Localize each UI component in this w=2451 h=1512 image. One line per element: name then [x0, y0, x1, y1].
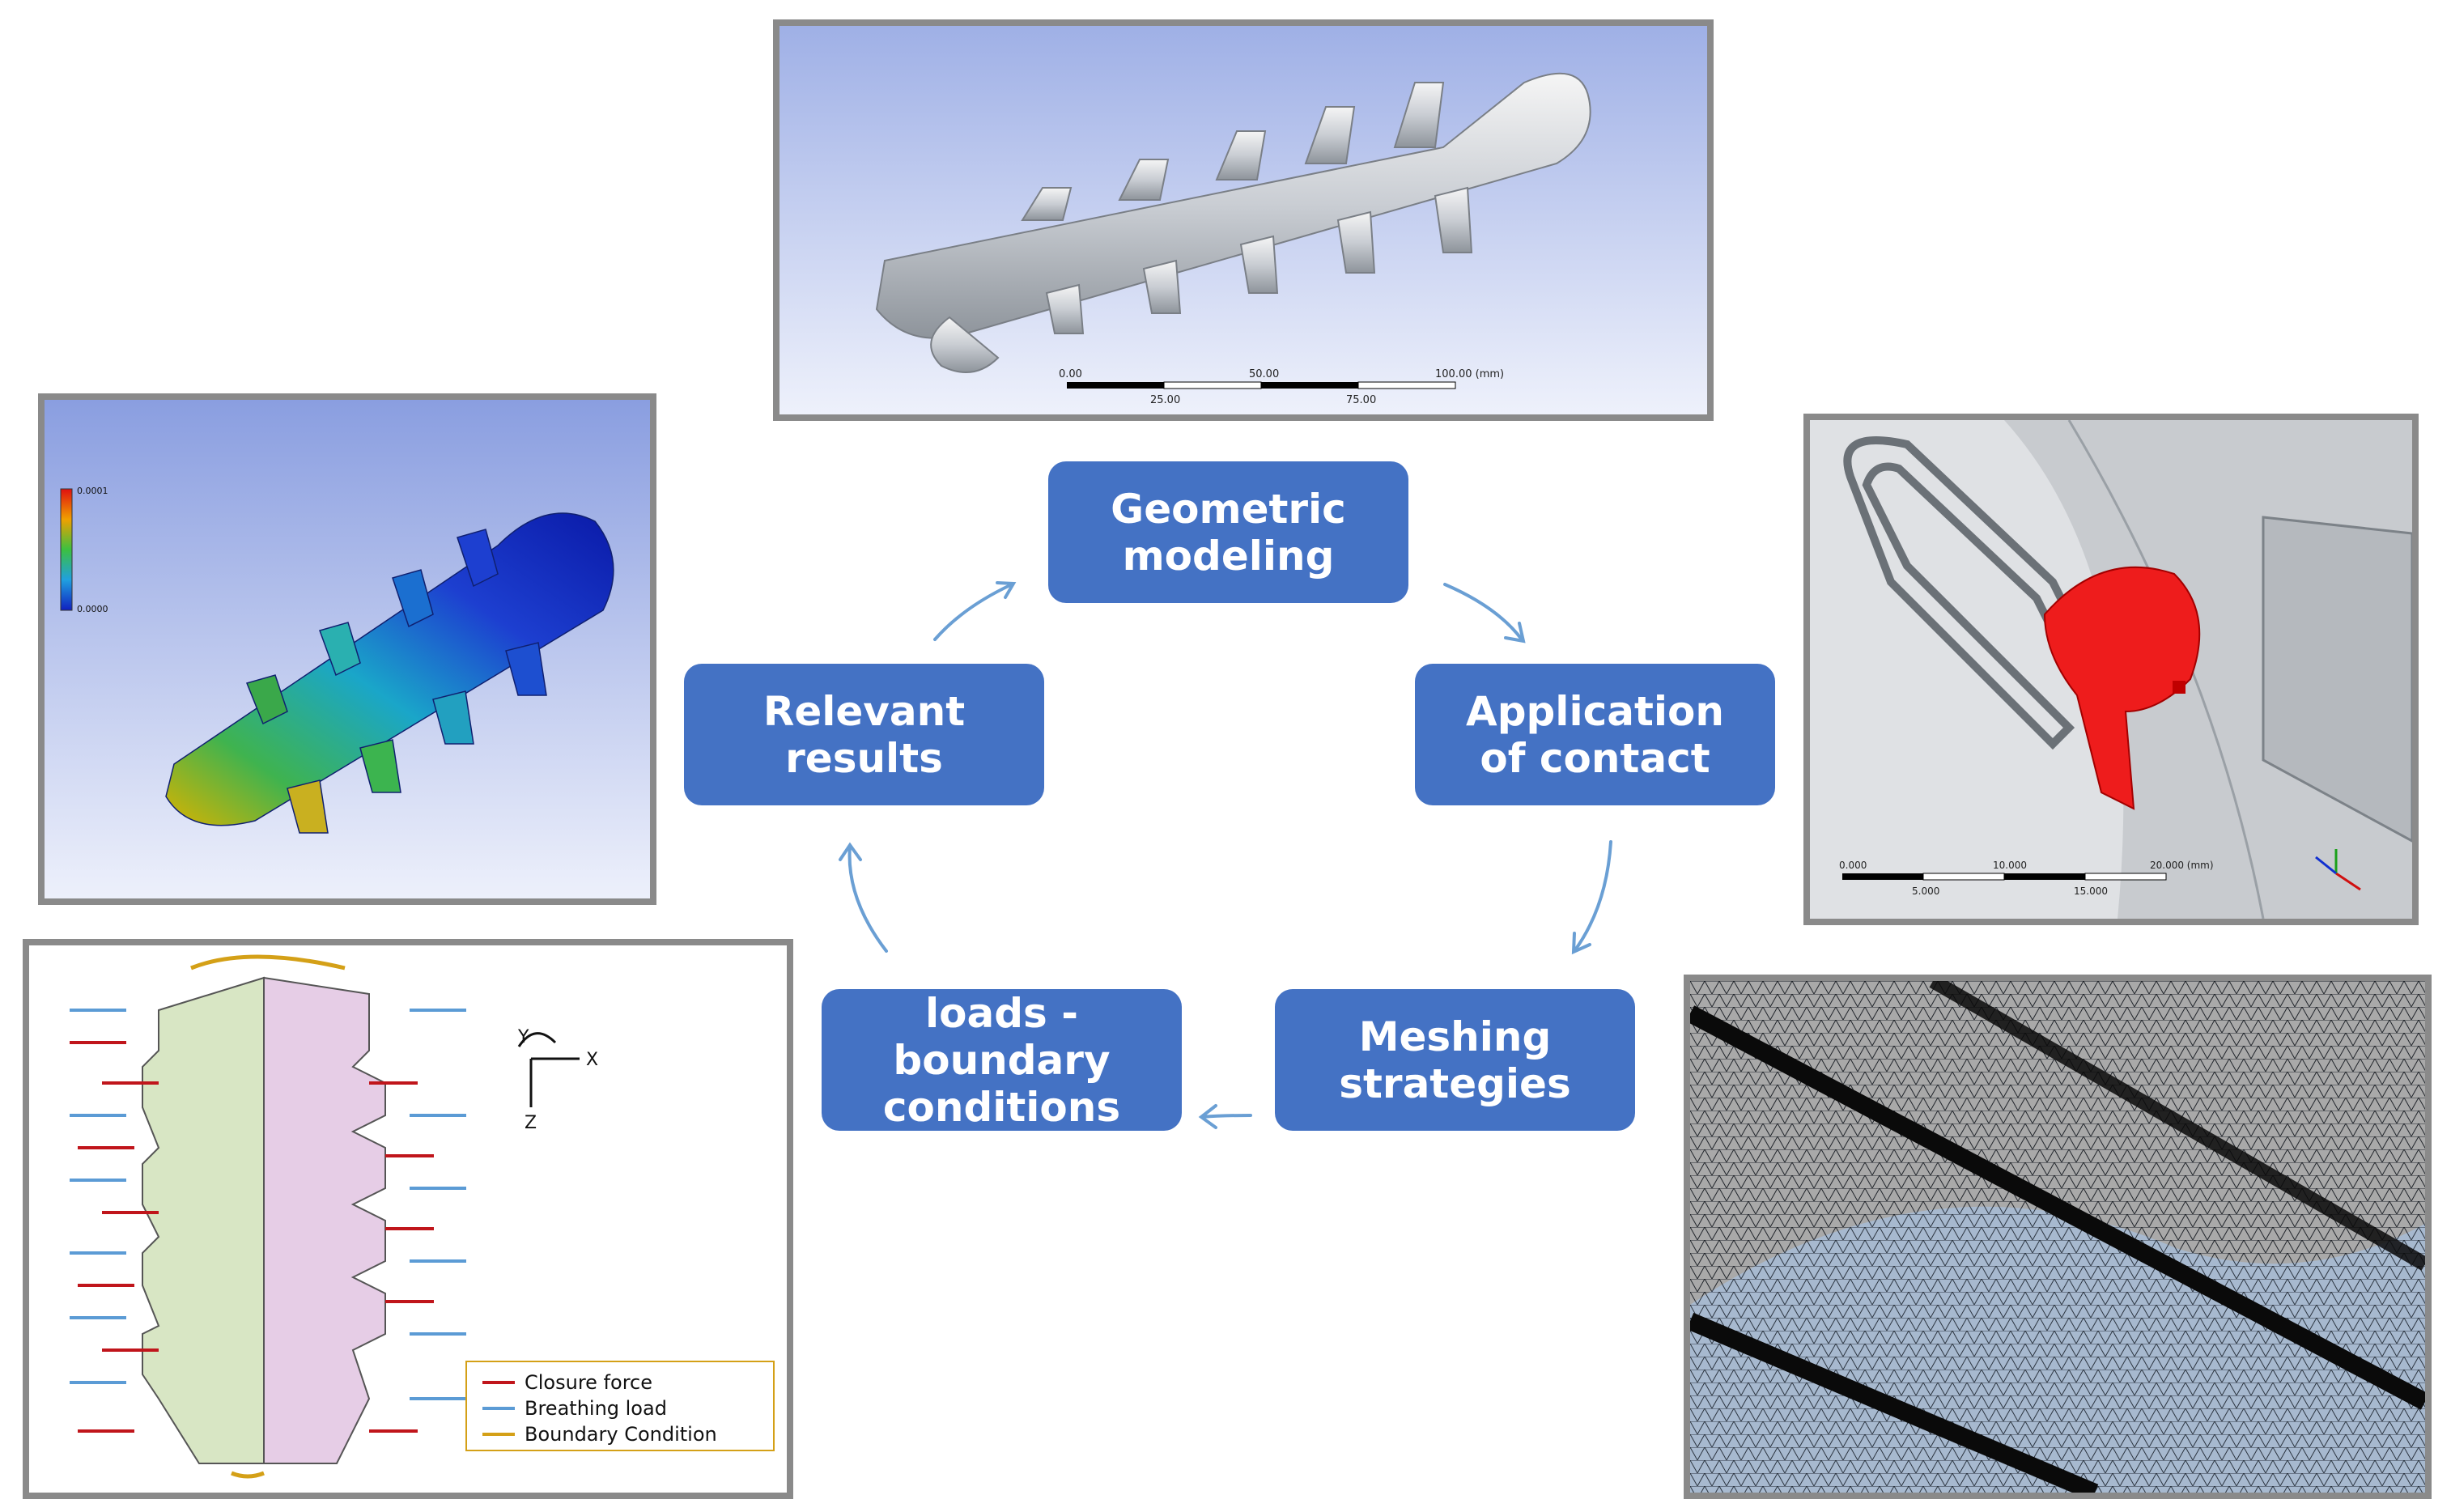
axes-triad-icon: [2315, 849, 2361, 891]
step-loads-line1: loads -: [925, 989, 1078, 1037]
contact-scale-10: 10.000: [1993, 860, 2027, 871]
loads-legend: Closure force Breathing load Boundary Co…: [465, 1361, 775, 1451]
step-loads-line2: boundary: [893, 1036, 1111, 1084]
results-legend-min: 0.0000: [77, 604, 108, 614]
step-contact-line2: of contact: [1480, 734, 1710, 782]
contact-scale-5: 5.000: [1912, 886, 1939, 897]
loads-diagram: Y X Z Closure force Breathing load Bound…: [29, 945, 787, 1493]
contact-panel: 0.000 10.000 20.000 (mm) 5.000 15.000: [1803, 414, 2419, 925]
step-meshing-line1: Meshing: [1358, 1013, 1552, 1060]
contact-scale-20: 20.000 (mm): [2150, 860, 2214, 871]
step-contact-line1: Application: [1466, 687, 1724, 735]
geo-scale-25: 25.00: [1150, 394, 1180, 406]
arrow-results-to-geometric: [933, 583, 1013, 641]
axis-z-label: Z: [525, 1113, 537, 1133]
contact-scale-15: 15.000: [2074, 886, 2108, 897]
arrow-loads-to-results: [847, 844, 888, 953]
arrow-meshing-to-loads: [1200, 1114, 1252, 1119]
step-loads-line3: conditions: [882, 1083, 1121, 1131]
step-geometric-line2: modeling: [1122, 532, 1335, 580]
contact-image: 0.000 10.000 20.000 (mm) 5.000 15.000: [1810, 420, 2412, 919]
geometry-model-image: 0.00 50.00 100.00 (mm) 25.00 75.00: [779, 26, 1707, 414]
results-panel: 0.0001 0.0000: [38, 393, 656, 905]
legend-boundary-condition: Boundary Condition: [525, 1423, 717, 1446]
legend-breathing-load: Breathing load: [525, 1397, 667, 1420]
axis-x-label: X: [586, 1050, 598, 1070]
legend-closure-force: Closure force: [525, 1371, 652, 1394]
step-results-line2: results: [785, 734, 943, 782]
mesh-panel: [1684, 975, 2432, 1499]
geo-scale-0: 0.00: [1059, 368, 1082, 380]
geo-scale-100: 100.00 (mm): [1435, 368, 1504, 380]
axis-y-label: Y: [517, 1027, 529, 1047]
geo-scale-75: 75.00: [1346, 394, 1376, 406]
results-legend-max: 0.0001: [77, 486, 108, 496]
loads-panel: Y X Z Closure force Breathing load Bound…: [23, 939, 793, 1499]
geometry-model-panel: 0.00 50.00 100.00 (mm) 25.00 75.00: [773, 19, 1714, 421]
step-geometric-line1: Geometric: [1111, 485, 1346, 533]
step-meshing-line2: strategies: [1339, 1060, 1571, 1107]
geo-scale-50: 50.00: [1249, 368, 1279, 380]
results-contour-image: 0.0001 0.0000: [45, 400, 650, 898]
arrow-contact-to-meshing: [1573, 840, 1612, 953]
arrow-geometric-to-contact: [1443, 583, 1523, 641]
contact-scale-0: 0.000: [1839, 860, 1867, 871]
axes-icon: [517, 1032, 580, 1107]
step-results-line1: Relevant: [762, 687, 966, 735]
mesh-image: [1690, 981, 2425, 1493]
